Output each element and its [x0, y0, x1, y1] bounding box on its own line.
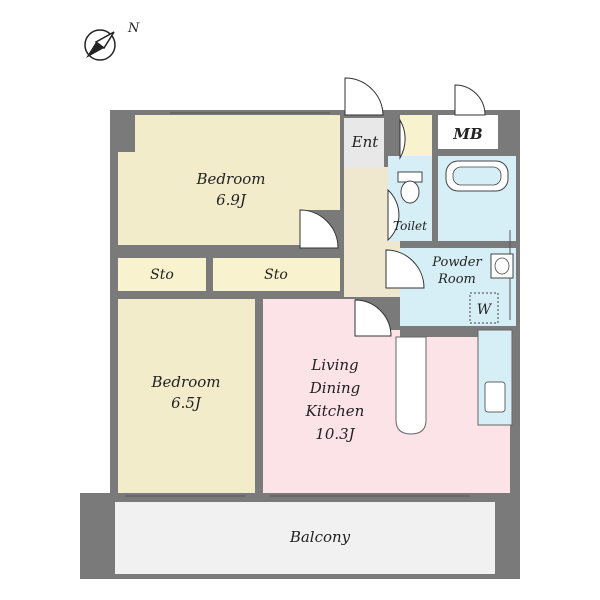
kitchen-island: [395, 336, 427, 435]
ldk-label-3: Kitchen: [305, 402, 365, 420]
storage-2: [213, 258, 340, 291]
washer-label: W: [477, 302, 493, 318]
ldk-label-2: Dining: [309, 379, 361, 397]
storage-2-label: Sto: [264, 267, 288, 283]
entrance-label: Ent: [351, 133, 380, 151]
bedroom-6-9-size: 6.9J: [216, 191, 247, 209]
bedroom-6-5-size: 6.5J: [171, 394, 202, 412]
balcony-floor: [115, 502, 495, 574]
ldk-label-1: Living: [310, 356, 358, 374]
powder-room-label-1: Powder: [431, 255, 482, 270]
toilet-label: Toilet: [393, 219, 427, 233]
meter-box-label: MB: [452, 125, 482, 143]
compass-icon: N: [84, 21, 140, 61]
bedroom-6-5: [118, 299, 255, 493]
ldk-size: 10.3J: [315, 425, 355, 443]
entrance-floor: [344, 118, 384, 168]
doors: [299, 77, 486, 337]
storage-1-label: Sto: [150, 267, 174, 283]
meter-box: [438, 115, 498, 149]
toilet-icon: [397, 171, 423, 204]
storage-1: [118, 258, 206, 291]
powder-room-label-2: Room: [437, 272, 476, 287]
washer-space-icon: [469, 292, 499, 324]
wash-basin-icon: [490, 253, 514, 279]
bedroom-6-5-label: Bedroom: [151, 373, 221, 391]
sink-icon: [484, 381, 506, 413]
compass-north-label: N: [127, 21, 140, 36]
balcony-label: Balcony: [289, 528, 351, 546]
bedroom-6-9: [118, 115, 340, 245]
ldk-area: [263, 299, 510, 493]
bedroom-6-9-label: Bedroom: [196, 170, 266, 188]
